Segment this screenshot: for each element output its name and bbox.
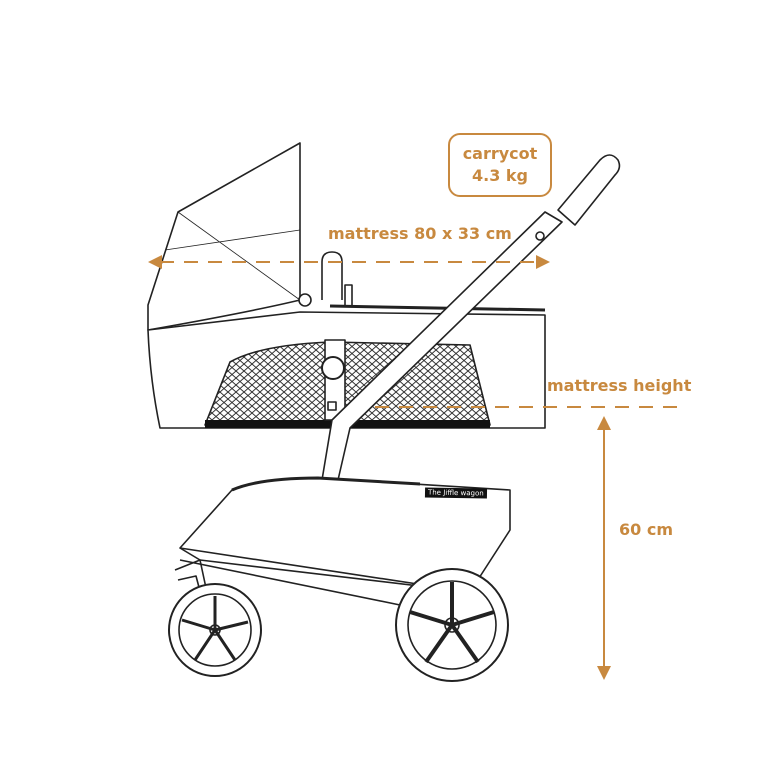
carrycot-title: carrycot — [462, 144, 538, 163]
height-value-label: 60 cm — [619, 520, 673, 539]
mattress-size-label: mattress 80 x 33 cm — [328, 224, 512, 243]
arrowhead-up — [597, 416, 611, 430]
mesh-panel — [204, 341, 491, 426]
handle-grip — [557, 154, 621, 226]
front-wheel — [168, 583, 262, 677]
arrowhead-left — [148, 255, 162, 269]
rear-wheel — [395, 568, 509, 682]
canopy — [147, 142, 301, 331]
arrowhead-down — [597, 666, 611, 680]
carrycot-weight: 4.3 kg — [471, 166, 528, 185]
mattress-height-label: mattress height — [547, 376, 692, 395]
arrowhead-right — [536, 255, 550, 269]
brand-tag: The Jiffle wagon — [424, 487, 487, 499]
carrycot-weight-label: carrycot 4.3 kg — [448, 133, 552, 197]
